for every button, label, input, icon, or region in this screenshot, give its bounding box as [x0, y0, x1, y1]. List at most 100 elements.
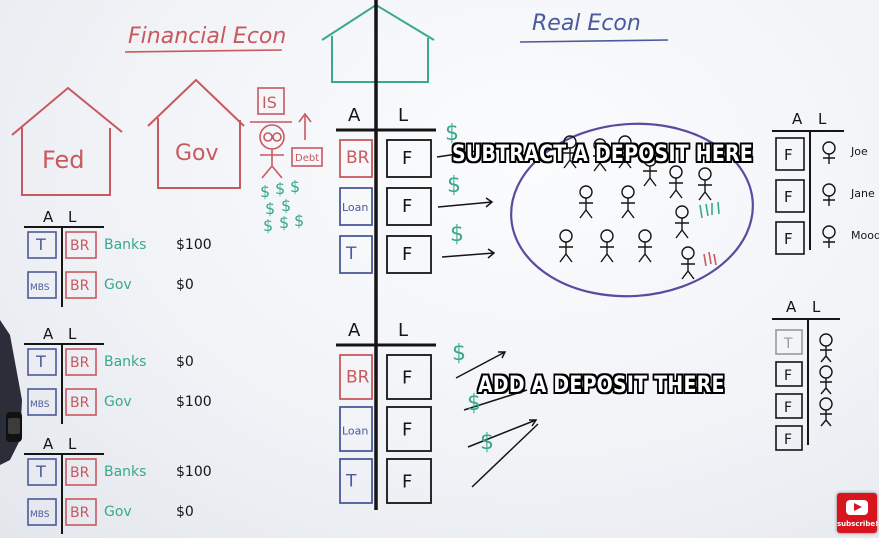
- person-body: [820, 410, 832, 427]
- svg-text:$: $: [265, 199, 275, 218]
- bank-asset-box: [339, 139, 373, 178]
- bank-house: [321, 3, 435, 83]
- fed-amount-text: $0: [176, 354, 194, 370]
- person-name-text: Joe: [850, 145, 868, 158]
- is-label: IS: [262, 93, 277, 112]
- fed-liability-text: BR: [70, 355, 90, 371]
- svg-text:$: $: [260, 182, 270, 201]
- bank-asset-text: T: [345, 471, 357, 491]
- people-asset-text: F: [784, 368, 792, 384]
- fed-amount-text: $100: [176, 464, 212, 480]
- stick-person: [579, 185, 593, 219]
- title-financial-econ-text: Financial Econ: [128, 24, 286, 49]
- stick-person: [563, 135, 577, 169]
- fed-asset-box: [27, 498, 57, 526]
- person-body: [823, 154, 835, 164]
- fed-liability-text: BR: [70, 395, 90, 411]
- bank-liability-text: F: [402, 244, 412, 265]
- svg-text:$: $: [290, 177, 300, 196]
- fed-liability-text: BR: [70, 465, 90, 481]
- svg-text:$: $: [445, 121, 459, 146]
- bank-liability-box: [386, 406, 432, 452]
- fed-amount-text: $0: [176, 504, 194, 520]
- bank-liability-text: F: [402, 148, 412, 169]
- fed-asset-text: MBS: [30, 400, 50, 410]
- svg-text:$: $: [279, 213, 289, 232]
- people-row: T: [775, 329, 833, 363]
- bank-asset-box: [339, 458, 373, 504]
- caption-add-deposit: ADD A DEPOSIT THERE: [478, 373, 725, 398]
- fed-recipient-text: Gov: [104, 394, 132, 410]
- investment-saving-figure: IS Debt: [250, 87, 323, 179]
- people-asset-box: [775, 137, 805, 171]
- fed-liability-text: BR: [70, 238, 90, 254]
- liabilities-header: L: [812, 298, 821, 316]
- bank-asset-text: Loan: [342, 424, 368, 437]
- fed-asset-text: T: [35, 235, 46, 254]
- fed-t-account-lines: [24, 343, 104, 424]
- green-dollars-bank: $ $ $ $ $ $: [445, 121, 494, 455]
- fed-asset-box: [27, 231, 57, 259]
- fed-asset-text: T: [35, 462, 46, 481]
- fed-liability-box: [65, 271, 97, 299]
- caption-subtract-deposit: SUBTRACT A DEPOSIT HERE: [452, 142, 754, 167]
- liabilities-header: L: [68, 435, 77, 453]
- svg-text:$: $: [450, 222, 464, 247]
- bank-row: BR F: [339, 139, 432, 178]
- person-head: [822, 141, 836, 155]
- bank-liability-text: F: [402, 472, 412, 493]
- svg-text:$: $: [447, 173, 461, 198]
- people-asset-text: T: [783, 336, 793, 352]
- stick-person: [698, 167, 712, 201]
- real-economy-population: [510, 122, 754, 298]
- people-asset-box: [775, 221, 805, 255]
- fed-liability-box: [65, 498, 97, 526]
- person-head: [819, 365, 833, 379]
- title-real-econ: Real Econ: [519, 11, 669, 43]
- stick-person: [643, 153, 657, 187]
- presenter-arm: [0, 320, 22, 465]
- people-t-account-lines: [772, 130, 844, 250]
- subscribe-button[interactable]: subscribe!: [837, 493, 878, 533]
- fed-asset-text: T: [35, 352, 46, 371]
- assets-header: A: [43, 208, 54, 226]
- stick-person: [600, 229, 614, 263]
- assets-header: A: [43, 435, 54, 453]
- fed-row: T BR Banks $0: [27, 348, 194, 376]
- svg-text:$: $: [263, 216, 273, 235]
- fed-t-account-lines: [24, 226, 104, 307]
- liabilities-header: L: [68, 325, 77, 343]
- assets-header: A: [348, 320, 361, 341]
- red-money-mark: [703, 251, 717, 267]
- svg-text:$: $: [452, 341, 466, 366]
- person-name-text: Jane: [850, 187, 875, 200]
- person-body: [820, 346, 832, 363]
- bank-asset-text: BR: [346, 148, 370, 168]
- fed-t-account-lines: [24, 453, 104, 534]
- bank-liability-box: [386, 187, 432, 226]
- fed-label: Fed: [42, 146, 85, 174]
- people-row: F: [775, 425, 803, 451]
- stick-person: [593, 138, 607, 172]
- fed-house: Fed: [11, 86, 123, 196]
- people-t-account-lines: [772, 318, 840, 445]
- people-asset-text: F: [784, 230, 793, 248]
- fed-recipient-text: Banks: [104, 354, 146, 370]
- people-asset-box: [775, 179, 805, 213]
- fed-amount-text: $100: [176, 237, 212, 253]
- bank-asset-box: [339, 354, 373, 400]
- liabilities-header: L: [818, 110, 827, 128]
